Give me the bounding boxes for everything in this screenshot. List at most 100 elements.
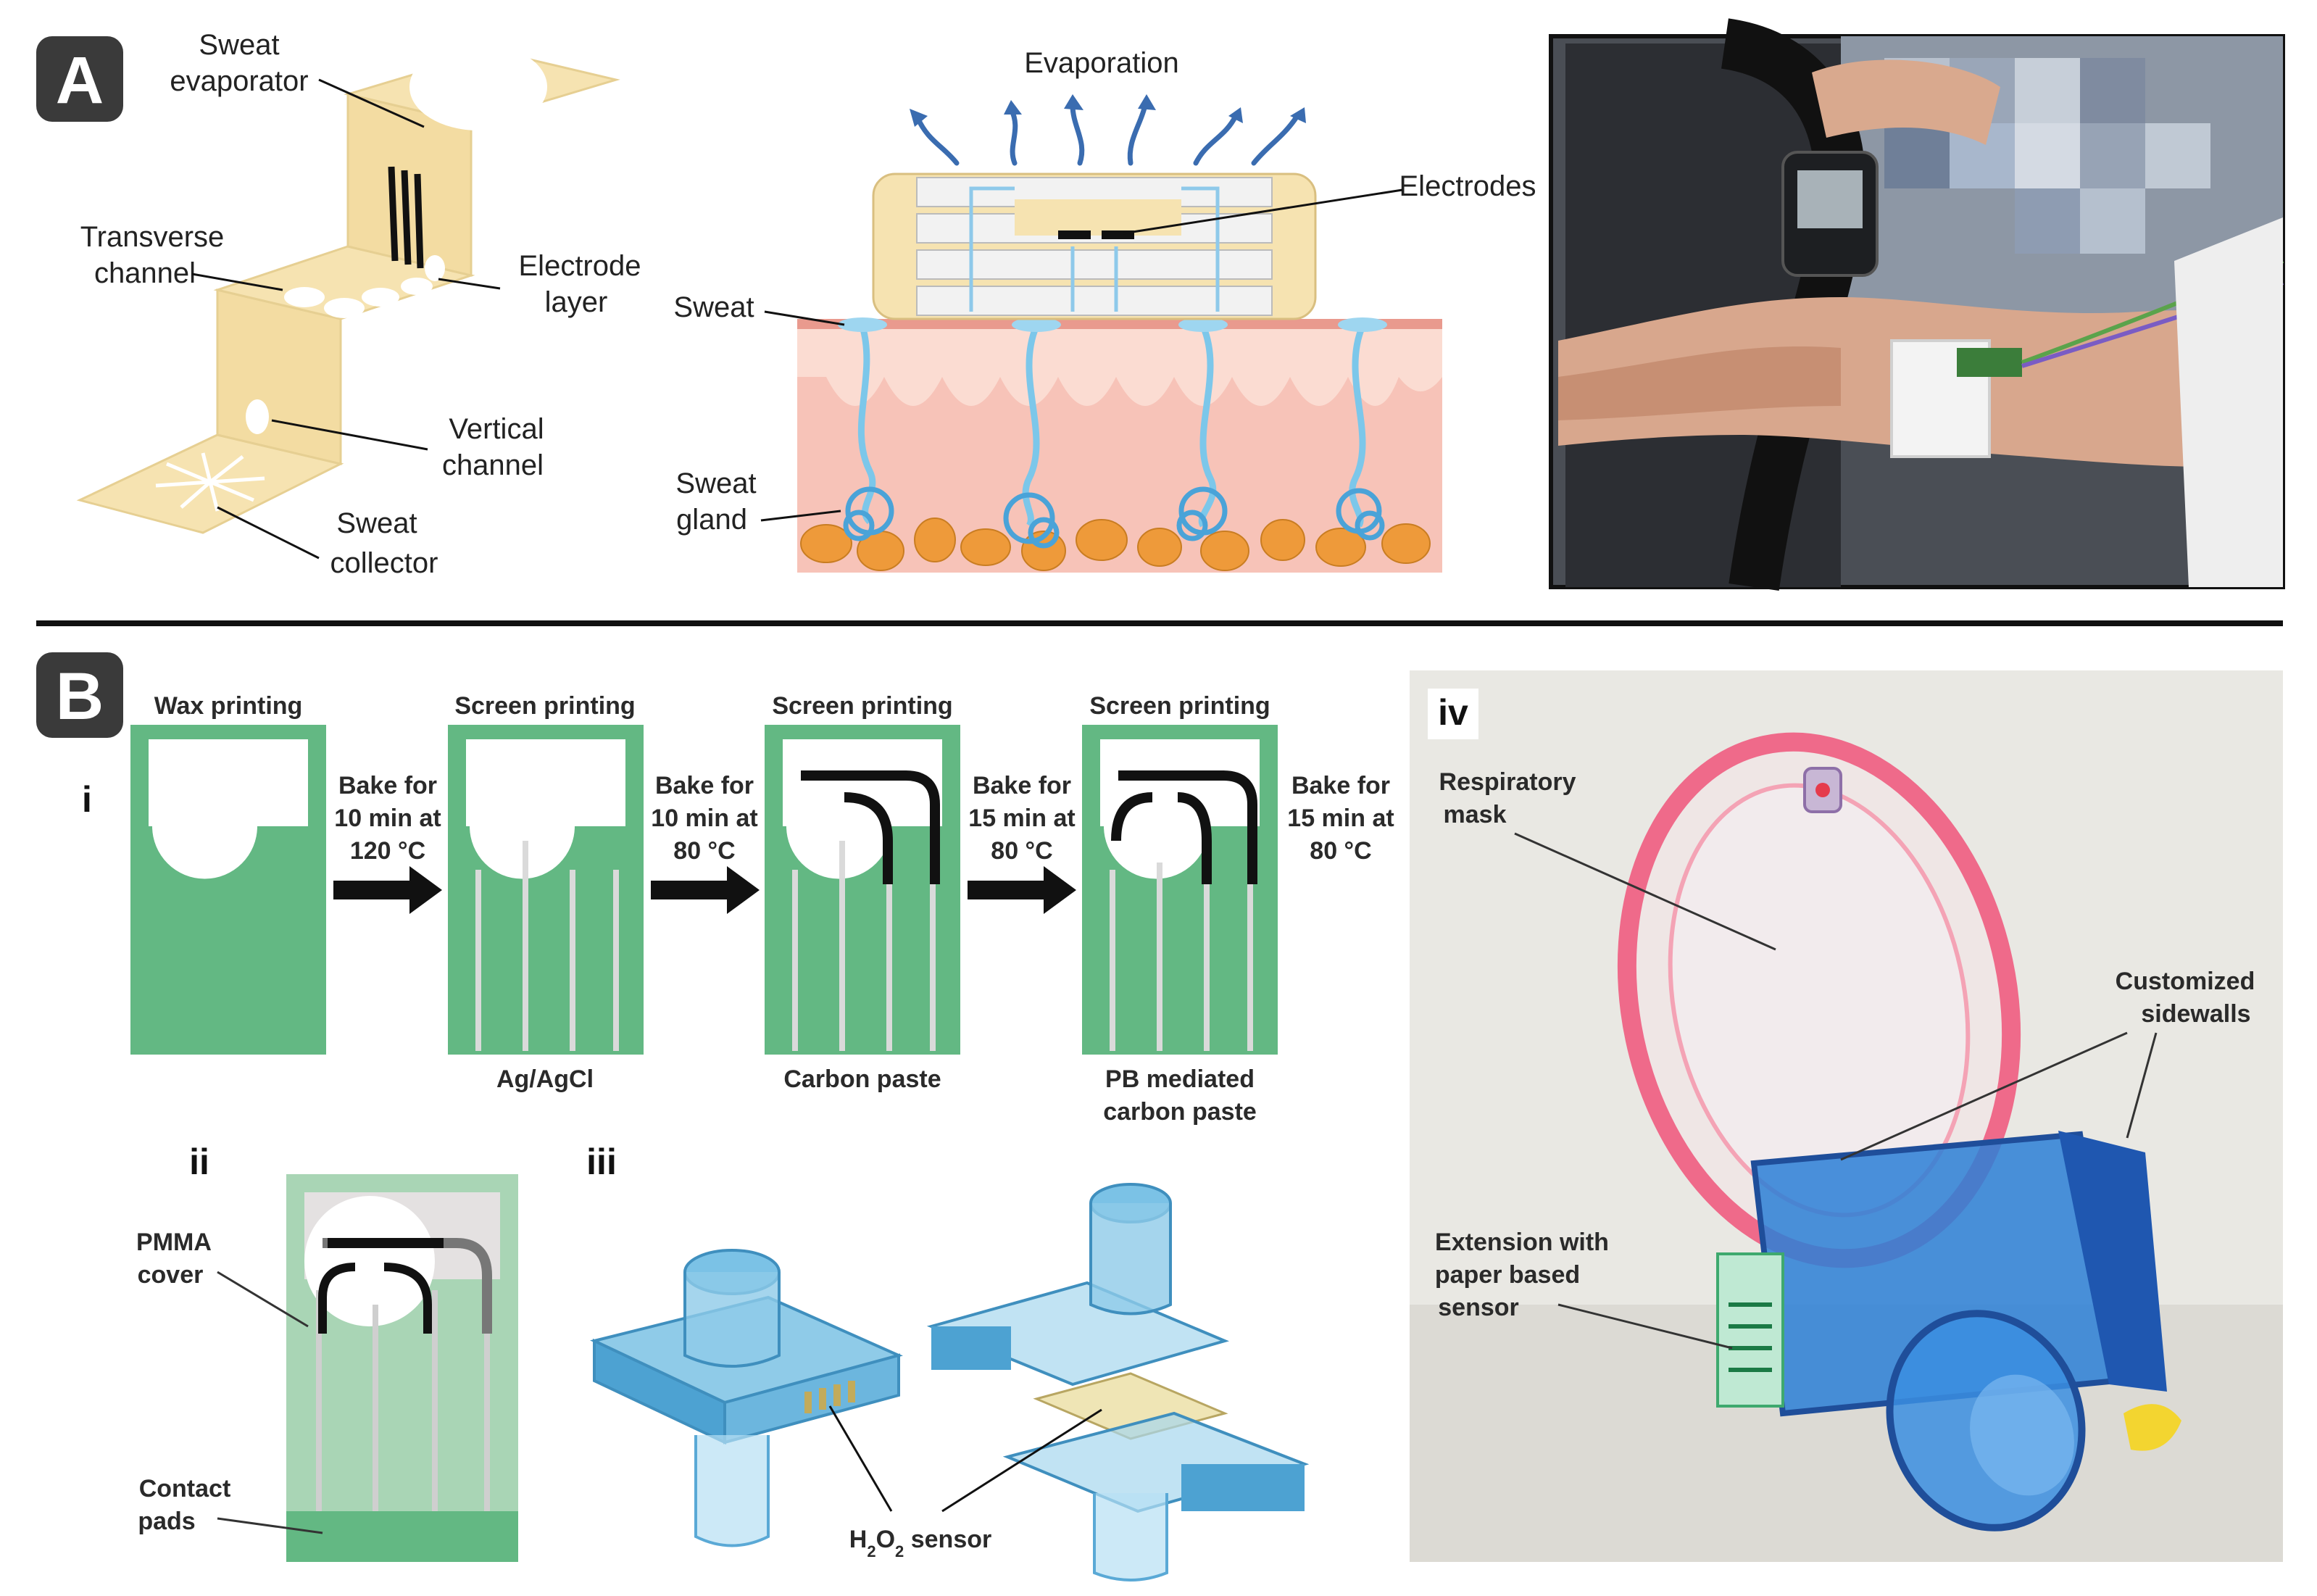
bake-1-arrow-head — [409, 866, 442, 914]
hand-shadow — [1558, 346, 1841, 420]
fat-cells — [800, 518, 1431, 571]
bake-3-l3: 80 °C — [991, 837, 1052, 865]
leader-sweat — [764, 310, 845, 326]
leader-ext — [1557, 1303, 1733, 1350]
panel-a-letter: A — [56, 43, 104, 117]
panel-b-letter: B — [56, 660, 104, 733]
step-2-window — [466, 739, 625, 879]
flow-arrows — [969, 186, 1220, 312]
paper-stack — [872, 173, 1317, 320]
label-ext-2: paper based — [1435, 1261, 1580, 1289]
label-sweat: Sweat — [673, 291, 754, 323]
label-vertical-1: Vertical — [449, 413, 544, 445]
step-4-carbon-inner — [1177, 792, 1212, 884]
leader-vertical — [271, 419, 428, 451]
sensor-ii-ce — [318, 1263, 356, 1334]
label-collector-2: collector — [330, 547, 438, 579]
sensor-ii-outer-trace — [323, 1238, 492, 1334]
bake-2-arrow-head — [727, 866, 760, 914]
electrode-strips — [388, 166, 424, 269]
leader-transverse — [191, 273, 283, 291]
step-2-title: Screen printing — [454, 692, 635, 720]
step-4-traces — [1110, 863, 1253, 1051]
bake-2-l1: Bake for — [655, 772, 754, 799]
bake-3-arrow-shaft — [968, 881, 1044, 899]
bake-1-arrow-shaft — [333, 881, 409, 899]
panel-a: A — [36, 18, 2285, 591]
white-sleeve — [2174, 217, 2283, 587]
leader-mask — [1514, 832, 1776, 951]
label-sub-iv: iv — [1438, 692, 1468, 733]
step-4-card — [1082, 725, 1278, 1055]
label-transverse-1: Transverse — [80, 221, 225, 253]
step-4-carbon-outer — [1118, 770, 1257, 884]
bake-3: Bake for 15 min at 80 °C — [968, 772, 1076, 914]
leader-pmma — [217, 1271, 309, 1328]
leader-evaporator — [318, 78, 425, 128]
label-evaporation: Evaporation — [1024, 47, 1178, 79]
step-3-title: Screen printing — [772, 692, 952, 720]
skin-surface — [797, 319, 1442, 329]
bake-1: Bake for 10 min at 120 °C — [333, 772, 442, 914]
skin-cross-section — [797, 317, 1442, 573]
label-h2o2-sensor: H2O2 sensor — [849, 1526, 991, 1560]
label-ext-1: Extension with — [1435, 1229, 1609, 1256]
bake-2-l2: 10 min at — [651, 805, 757, 832]
label-vertical-2: channel — [442, 449, 544, 481]
label-pmma-2: cover — [138, 1261, 204, 1289]
bake-2-l3: 80 °C — [673, 837, 735, 865]
step-3-bottom: Carbon paste — [783, 1065, 941, 1093]
step-1-title: Wax printing — [154, 692, 303, 720]
label-electrode-2: layer — [545, 286, 608, 318]
step-3-card — [765, 725, 960, 1055]
leader-electrodes — [1123, 188, 1403, 235]
leader-electrode — [438, 278, 501, 290]
evaporation-arrows — [914, 102, 1300, 166]
paper-sensor-extension — [1716, 1252, 1784, 1408]
device-outlet-inner — [1970, 1374, 2074, 1496]
photo-arm-on-bike — [1549, 18, 2285, 591]
label-sub-ii: ii — [189, 1142, 209, 1182]
step-3-carbon-inner — [844, 792, 893, 884]
leader-h2o2-a — [828, 1405, 893, 1512]
bake-1-l3: 120 °C — [350, 837, 425, 865]
label-sub-i: i — [82, 779, 92, 820]
bake-3-l2: 15 min at — [968, 805, 1075, 832]
label-electrodes: Electrodes — [1399, 170, 1536, 202]
panel-b-badge — [36, 652, 123, 738]
label-sub-iii: iii — [586, 1142, 617, 1182]
inlet-cylinder — [683, 1272, 781, 1368]
layer-3 — [916, 249, 1273, 280]
step-2-bottom: Ag/AgCl — [496, 1065, 594, 1093]
sweat-droplets — [838, 317, 1387, 332]
step-4-title: Screen printing — [1089, 692, 1270, 720]
vertical-sheet — [216, 288, 342, 465]
outlet-cylinder — [694, 1435, 770, 1547]
label-transverse-2: channel — [94, 257, 196, 289]
bake-4-l1: Bake for — [1291, 772, 1390, 799]
label-mask-1: Respiratory — [1439, 768, 1576, 796]
bake-1-l1: Bake for — [338, 772, 437, 799]
label-sidewalls-2: sidewalls — [2141, 1000, 2250, 1028]
step-2-card — [448, 725, 644, 1055]
housing-contacts — [804, 1381, 855, 1413]
label-electrode-1: Electrode — [519, 250, 641, 282]
exploded-top-block — [931, 1326, 1011, 1370]
bake-3-l1: Bake for — [973, 772, 1071, 799]
leader-sidewalls-a — [1840, 1031, 2128, 1161]
console-screen — [1797, 170, 1863, 228]
label-sweat-evaporator-1: Sweat — [199, 29, 279, 61]
label-pads-1: Contact — [139, 1475, 231, 1503]
contact-pads — [286, 1511, 518, 1562]
label-sidewalls-1: Customized — [2116, 968, 2255, 995]
extension-traces — [1729, 1302, 1772, 1372]
bake-4-l2: 15 min at — [1287, 805, 1394, 832]
exploded-outlet — [1093, 1493, 1168, 1582]
layer-4 — [916, 286, 1273, 316]
step-4-bottom-2: carbon paste — [1103, 1098, 1257, 1126]
yellow-cap — [2123, 1404, 2181, 1451]
vertical-channel-hole — [246, 399, 269, 434]
step-2-traces — [475, 841, 619, 1051]
electrode-hole — [425, 255, 445, 281]
upper-hand — [1812, 59, 2000, 145]
